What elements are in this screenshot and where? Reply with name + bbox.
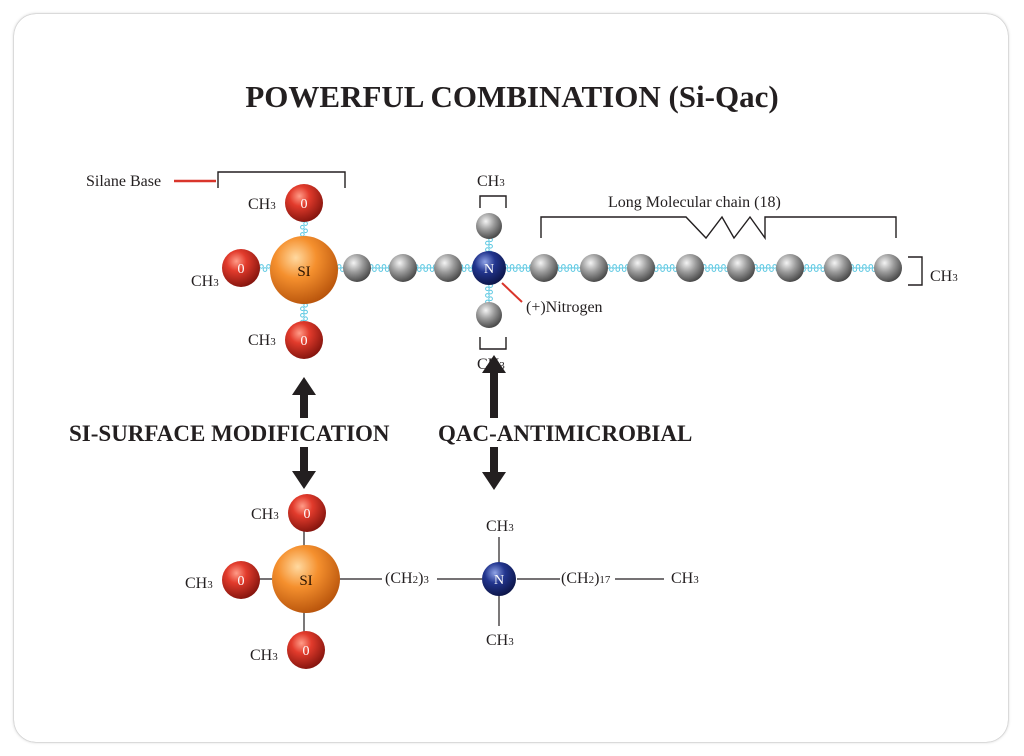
bottom-methyl-bracket: [479, 337, 507, 350]
carbon-atom: [824, 254, 852, 282]
arrow-up-icon: [292, 377, 316, 418]
nitrogen-atom: [482, 562, 516, 596]
oxygen-atom: [287, 631, 325, 669]
silane-base-label: Silane Base: [86, 173, 161, 190]
structural-formula: 0 0 0 SI N CH3 CH3 CH3 (CH2)3 CH3 CH3 (C…: [185, 494, 699, 669]
end-methyl-bracket: [908, 256, 923, 286]
top-methyl-bracket: [479, 195, 507, 208]
carbon-atom: [580, 254, 608, 282]
oxygen-symbol: 0: [238, 574, 245, 589]
double-arrow-left: [292, 377, 316, 489]
diagram-card: [14, 14, 1008, 742]
page-title: POWERFUL COMBINATION (Si-Qac): [245, 79, 778, 114]
arrow-down-icon: [482, 447, 506, 490]
carbon-atom: [389, 254, 417, 282]
oxygen-symbol: 0: [301, 197, 308, 212]
top-silicon-group: 0 0 0 SI: [222, 184, 338, 359]
methyl-label: CH3: [671, 570, 699, 587]
oxygen-symbol: 0: [304, 507, 311, 522]
long-chain-label: Long Molecular chain (18): [608, 194, 781, 211]
methyl-label: CH3: [251, 506, 279, 523]
propylene-group: (CH2)3: [385, 570, 429, 587]
heptadecyl-group: (CH2)17: [561, 570, 611, 587]
nitrogen-label: (+)Nitrogen: [526, 299, 603, 316]
nitrogen-symbol: N: [484, 262, 494, 277]
carbon-atom: [874, 254, 902, 282]
carbon-atom: [530, 254, 558, 282]
methyl-label: CH3: [486, 632, 514, 649]
nitrogen-atom: [472, 251, 506, 285]
arrow-up-icon: [482, 355, 506, 418]
oxygen-atom: [285, 321, 323, 359]
surface-modification-heading: SI-SURFACE MODIFICATION: [69, 421, 390, 446]
oxygen-symbol: 0: [303, 644, 310, 659]
methyl-carbon-atom: [476, 213, 502, 239]
antimicrobial-heading: QAC-ANTIMICROBIAL: [438, 421, 692, 446]
methyl-label: CH3: [248, 332, 276, 349]
oxygen-atom: [288, 494, 326, 532]
carbon-atom: [627, 254, 655, 282]
oxygen-atom: [222, 249, 260, 287]
methyl-label: CH3: [250, 647, 278, 664]
methyl-label: CH3: [191, 273, 219, 290]
methyl-label: CH3: [248, 196, 276, 213]
long-chain-bracket: [540, 215, 897, 241]
carbon-atom: [676, 254, 704, 282]
silicon-symbol: SI: [299, 573, 312, 589]
methyl-label: CH3: [477, 173, 505, 190]
carbon-atom: [434, 254, 462, 282]
nitrogen-pointer: [501, 282, 523, 303]
oxygen-atom: [285, 184, 323, 222]
methyl-carbon-atom: [476, 302, 502, 328]
oxygen-atom: [222, 561, 260, 599]
silicon-symbol: SI: [297, 264, 310, 280]
silicon-atom: [272, 545, 340, 613]
carbon-atom: [776, 254, 804, 282]
silane-base-bracket: [174, 171, 346, 188]
carbon-atom: [343, 254, 371, 282]
oxygen-symbol: 0: [301, 334, 308, 349]
methyl-label: CH3: [486, 518, 514, 535]
carbon-atom: [727, 254, 755, 282]
double-arrow-right: [482, 355, 506, 490]
nitrogen-symbol: N: [494, 573, 504, 588]
methyl-label: CH3: [930, 268, 958, 285]
arrow-down-icon: [292, 447, 316, 489]
silicon-atom: [270, 236, 338, 304]
carbon-chain: [343, 213, 902, 328]
oxygen-symbol: 0: [238, 262, 245, 277]
methyl-label: CH3: [185, 575, 213, 592]
